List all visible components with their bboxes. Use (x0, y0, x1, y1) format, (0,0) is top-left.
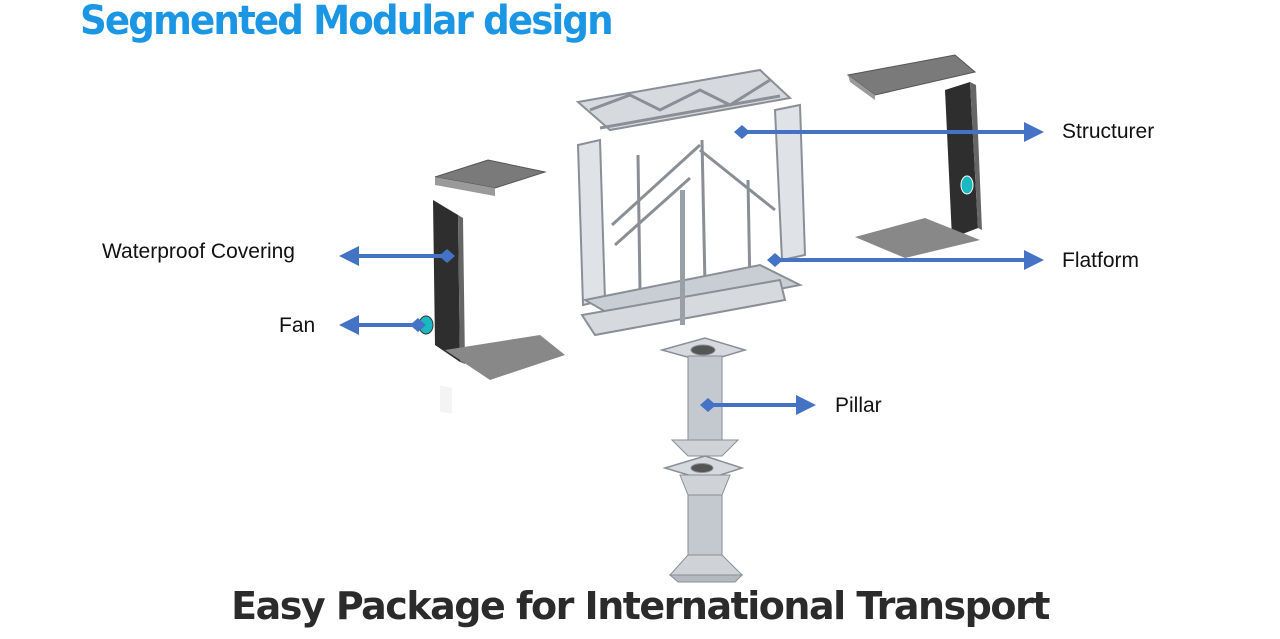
central-frame (575, 68, 807, 337)
structurer-label: Structurer (1062, 120, 1155, 143)
left-covering-module (418, 159, 565, 414)
page-title: Segmented Modular design (80, 0, 614, 44)
fan-label: Fan (279, 314, 316, 337)
footer-caption: Easy Package for International Transport (231, 584, 1050, 628)
right-covering-module (846, 54, 982, 258)
callout-arrows (339, 122, 1044, 415)
waterproof-covering-label: Waterproof Covering (102, 240, 295, 263)
pillar (659, 337, 748, 583)
flatform-label: Flatform (1062, 249, 1140, 272)
pillar-label: Pillar (835, 394, 882, 417)
